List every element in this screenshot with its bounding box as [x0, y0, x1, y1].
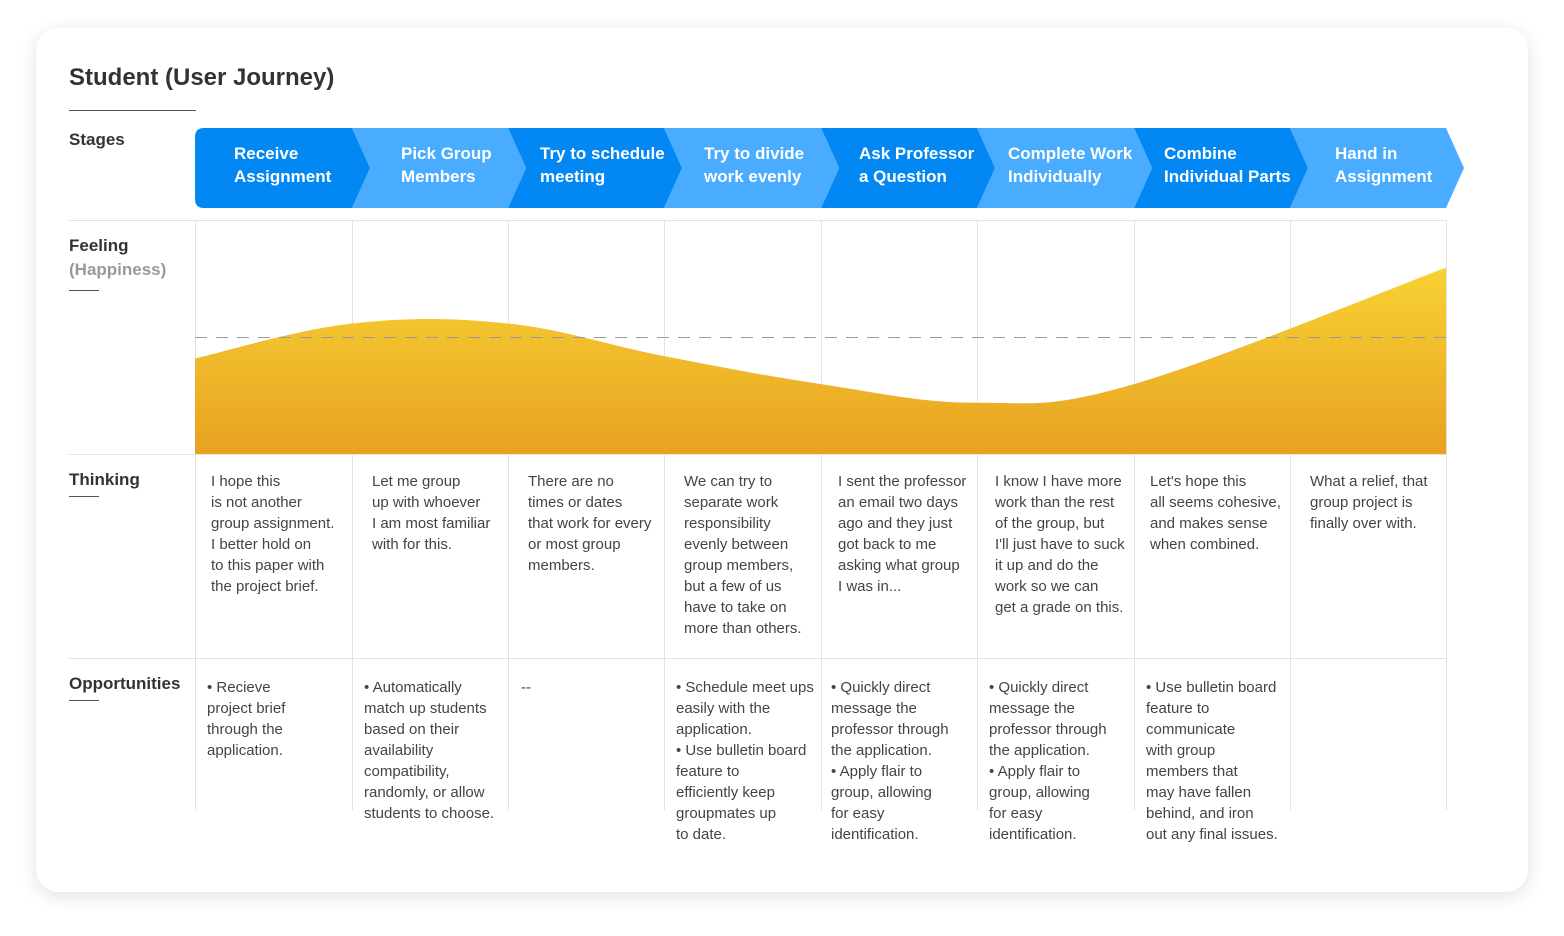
opportunity-item: • Use bulletin board feature to communic…	[1146, 679, 1278, 843]
thinking-cell: I hope this is not another group assignm…	[211, 473, 335, 595]
row-label-feeling-text: Feeling	[69, 236, 129, 255]
column-divider	[1446, 220, 1447, 810]
opportunity-cell: • Quickly direct message the professor t…	[989, 677, 1107, 845]
opportunity-item: • Quickly direct message the professor t…	[831, 679, 949, 759]
stage-label: Combine Individual Parts	[1164, 144, 1291, 186]
thinking-underline	[69, 496, 99, 497]
stage-chevron	[664, 128, 839, 208]
grid-line-opportunities	[69, 658, 1446, 659]
opportunity-item: --	[521, 679, 531, 696]
thinking-cell: We can try to separate work responsibili…	[684, 473, 802, 637]
stage-chevron	[977, 128, 1152, 208]
opportunity-cell: --	[521, 677, 531, 698]
opportunity-cell: • Quickly direct message the professor t…	[831, 677, 949, 845]
column-divider	[821, 220, 822, 810]
stage-label: Try to schedule meeting	[540, 144, 665, 186]
opportunity-item: • Recieve project brief through the appl…	[207, 679, 286, 759]
stage-chevron	[1290, 128, 1464, 208]
row-label-opportunities: Opportunities	[69, 674, 181, 693]
column-divider	[1290, 220, 1291, 810]
stage-chevron	[352, 128, 526, 208]
column-divider	[664, 220, 665, 810]
thinking-cell: Let's hope this all seems cohesive, and …	[1150, 473, 1281, 553]
opportunity-cell: • Use bulletin board feature to communic…	[1146, 677, 1278, 845]
stage-label: Try to divide work evenly	[704, 144, 805, 186]
thinking-cell: There are no times or dates that work fo…	[528, 473, 652, 574]
thinking-cell: What a relief, that group project is fin…	[1310, 473, 1428, 532]
opportunity-item: • Automatically match up students based …	[364, 679, 495, 822]
opportunity-item: • Apply flair to group, allowing for eas…	[989, 763, 1090, 843]
stage-label: Ask Professor a Question	[859, 144, 975, 186]
row-label-feeling: Feeling (Happiness)	[69, 236, 166, 280]
column-divider	[977, 220, 978, 810]
opportunity-item: • Apply flair to group, allowing for eas…	[831, 763, 932, 843]
stage-chevron	[1134, 128, 1308, 208]
opportunity-item: • Use bulletin board feature to efficien…	[676, 742, 807, 843]
feeling-underline	[69, 290, 99, 291]
happiness-area	[195, 267, 1446, 454]
stage-label: Complete Work Individually	[1008, 144, 1133, 186]
grid-line-top	[69, 220, 1446, 221]
stage-chevron	[821, 128, 995, 208]
opportunity-cell: • Schedule meet ups easily with the appl…	[676, 677, 814, 845]
thinking-cell: I know I have more work than the rest of…	[995, 473, 1125, 616]
page-title: Student (User Journey)	[69, 64, 335, 91]
row-label-thinking: Thinking	[69, 470, 140, 489]
stage-label: Receive Assignment	[234, 144, 332, 186]
thinking-cell: Let me group up with whoever I am most f…	[372, 473, 491, 553]
opportunity-item: • Quickly direct message the professor t…	[989, 679, 1107, 759]
row-label-stages: Stages	[69, 130, 125, 149]
thinking-cell: I sent the professor an email two days a…	[838, 473, 967, 595]
opportunities-underline	[69, 700, 99, 701]
grid-line-thinking	[69, 454, 1446, 455]
stage-label: Pick Group Members	[401, 144, 492, 186]
column-divider	[352, 220, 353, 810]
feeling-curve-chart	[195, 267, 1446, 454]
opportunity-cell: • Automatically match up students based …	[364, 677, 494, 824]
title-underline	[69, 110, 196, 111]
opportunity-cell: • Recieve project brief through the appl…	[207, 677, 285, 761]
stage-chevron	[508, 128, 682, 208]
column-divider	[508, 220, 509, 810]
column-divider	[195, 220, 196, 810]
stage-label: Hand in Assignment	[1335, 144, 1433, 186]
column-divider	[1134, 220, 1135, 810]
row-label-feeling-sub: (Happiness)	[69, 260, 167, 279]
stage-chevron	[195, 128, 370, 208]
opportunity-item: • Schedule meet ups easily with the appl…	[676, 679, 814, 738]
